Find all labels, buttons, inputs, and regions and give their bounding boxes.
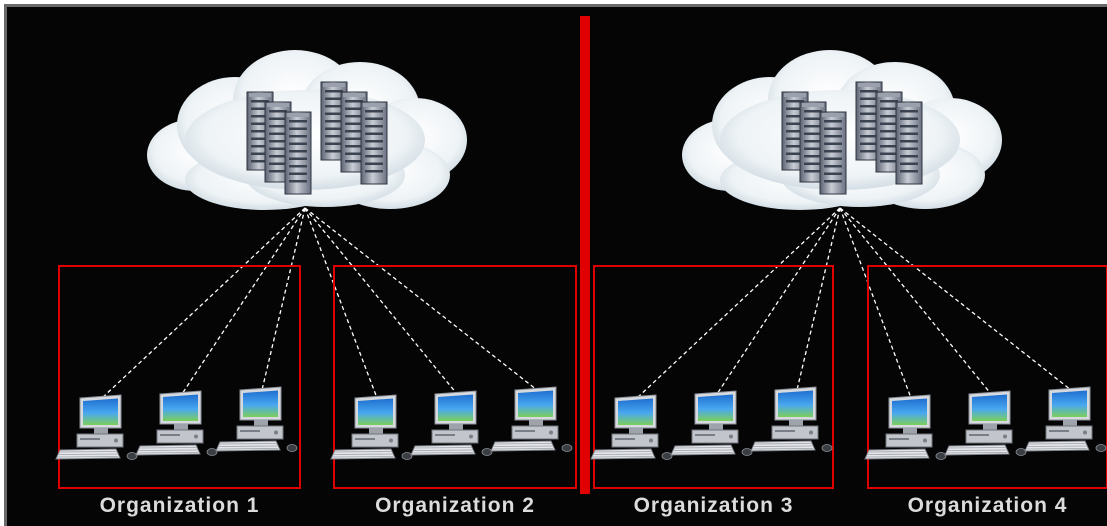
network-links: [101, 207, 1072, 399]
desktop-computer-icon: [410, 390, 493, 456]
network-link: [304, 207, 378, 399]
desktop-computer-icon: [864, 394, 947, 460]
desktop-computer-icon: [490, 386, 573, 452]
network-link: [304, 207, 458, 395]
frame-top-edge: [6, 4, 1107, 7]
desktop-computer-icon: [670, 390, 753, 456]
divider-line: [580, 16, 590, 494]
network-link: [636, 207, 841, 399]
network-link: [716, 207, 841, 395]
clouds: [147, 50, 1002, 210]
organization-label: Organization 1: [100, 494, 260, 517]
server-rack-icon: [360, 101, 388, 185]
desktop-computer-icon: [750, 386, 833, 452]
server-rack-icon: [895, 101, 923, 185]
computers: [55, 386, 1107, 460]
desktop-computer-icon: [944, 390, 1027, 456]
organization-box: [58, 265, 301, 489]
network-link: [796, 207, 841, 391]
server-rack-icon: [819, 111, 847, 195]
network-link: [839, 207, 1072, 391]
organization-boxes: [58, 265, 1107, 489]
frame-left-edge: [4, 4, 7, 526]
cloud-server-icon: [682, 50, 1002, 210]
desktop-computer-icon: [215, 386, 298, 452]
desktop-computer-icon: [330, 394, 413, 460]
desktop-computer-icon: [55, 394, 138, 460]
organization-label: Organization 2: [375, 494, 535, 517]
organization-box: [593, 265, 834, 489]
organization-label: Organization 3: [634, 494, 794, 517]
network-link: [839, 207, 912, 399]
desktop-computer-icon: [590, 394, 673, 460]
network-link: [181, 207, 306, 395]
network-link: [304, 207, 538, 391]
organization-labels: Organization 1 Organization 2 Organization…: [100, 494, 1068, 517]
network-link: [839, 207, 992, 395]
server-rack-icon: [284, 111, 312, 195]
cloud-server-icon: [147, 50, 467, 210]
organization-label: Organization 4: [908, 494, 1068, 517]
organization-box: [867, 265, 1107, 489]
network-link: [101, 207, 306, 399]
desktop-computer-icon: [135, 390, 218, 456]
network-link: [261, 207, 306, 391]
desktop-computer-icon: [1024, 386, 1107, 452]
organization-box: [333, 265, 577, 489]
